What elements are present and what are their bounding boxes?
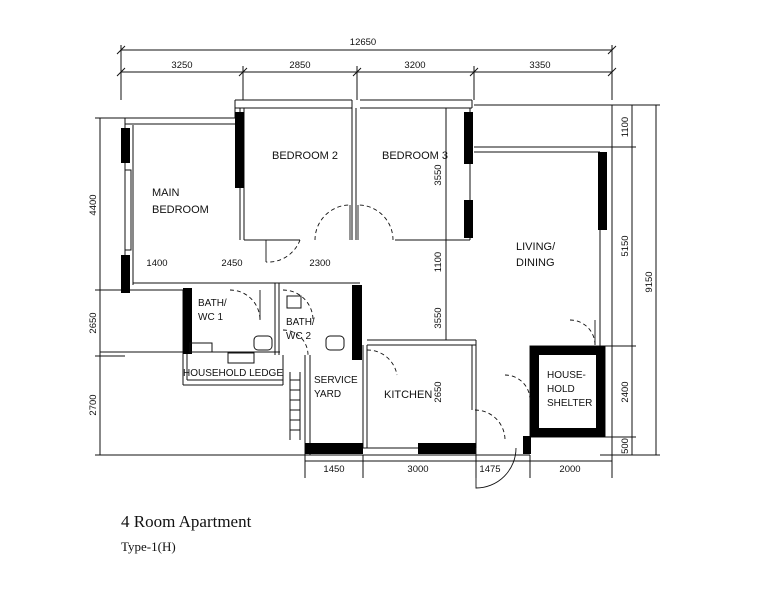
label-main-bedroom-1: MAIN xyxy=(152,187,180,199)
label-service-2: YARD xyxy=(314,389,341,400)
basin-1-icon xyxy=(189,342,213,353)
right-dimension-lines xyxy=(600,104,660,456)
dim-left-3: 2700 xyxy=(88,394,99,415)
label-bath-1a: BATH/ xyxy=(198,298,227,309)
dim-right-4: 500 xyxy=(620,438,631,454)
dim-bottom-1: 1450 xyxy=(323,464,344,475)
dim-right-2: 5150 xyxy=(620,235,631,256)
toilet-1-icon xyxy=(253,335,273,351)
plan-title: 4 Room Apartment xyxy=(121,512,252,531)
window-icon xyxy=(124,169,132,251)
dim-bottom-2: 3000 xyxy=(407,464,428,475)
label-bedroom-2: BEDROOM 2 xyxy=(272,150,338,162)
label-ledge: HOUSEHOLD LEDGE xyxy=(183,368,283,379)
left-dimension-lines xyxy=(95,117,125,456)
label-bath-2a: BATH/ xyxy=(286,317,315,328)
label-bath-1b: WC 1 xyxy=(198,312,223,323)
dim-kitchen-width: 2650 xyxy=(433,381,444,402)
dim-kitchen-depth: 3550 xyxy=(433,307,444,328)
dim-overall-height: 9150 xyxy=(644,271,655,292)
dim-interior-2: 2450 xyxy=(221,258,242,269)
label-living-2: DINING xyxy=(516,257,555,269)
dim-bedroom3-depth: 3550 xyxy=(433,164,444,185)
dim-left-2: 2650 xyxy=(88,312,99,333)
dim-interior-1: 1400 xyxy=(146,258,167,269)
label-living-1: LIVING/ xyxy=(516,241,556,253)
label-service-1: SERVICE xyxy=(314,375,358,386)
label-shelter-2: HOLD xyxy=(547,384,575,395)
dim-right-1: 1100 xyxy=(620,117,631,137)
dim-top-3: 3200 xyxy=(404,60,425,71)
label-bath-2b: WC 2 xyxy=(286,331,311,342)
toilet-2-icon xyxy=(325,335,345,351)
label-kitchen: KITCHEN xyxy=(384,389,432,401)
plan-subtitle: Type-1(H) xyxy=(121,539,176,554)
dim-bottom-3: 1475 xyxy=(479,464,500,475)
doors xyxy=(229,204,596,489)
basin-2-icon xyxy=(286,295,302,309)
sink-icon xyxy=(227,352,255,364)
dim-overall-width: 12650 xyxy=(350,37,376,48)
dim-top-1: 3250 xyxy=(171,60,192,71)
dim-top-2: 2850 xyxy=(289,60,310,71)
solid-walls xyxy=(121,112,607,454)
dim-top-4: 3350 xyxy=(529,60,550,71)
dim-right-3: 2400 xyxy=(620,381,631,402)
label-main-bedroom-2: BEDROOM xyxy=(152,204,209,216)
label-bedroom-3: BEDROOM 3 xyxy=(382,150,448,162)
dim-left-1: 4400 xyxy=(88,194,99,215)
label-shelter-1: HOUSE- xyxy=(547,370,586,381)
label-shelter-3: SHELTER xyxy=(547,398,592,409)
top-dimension-lines xyxy=(116,45,617,100)
dim-interior-3: 2300 xyxy=(309,258,330,269)
dim-corridor: 1100 xyxy=(433,252,444,272)
dim-bottom-4: 2000 xyxy=(559,464,580,475)
fixtures xyxy=(124,169,345,364)
